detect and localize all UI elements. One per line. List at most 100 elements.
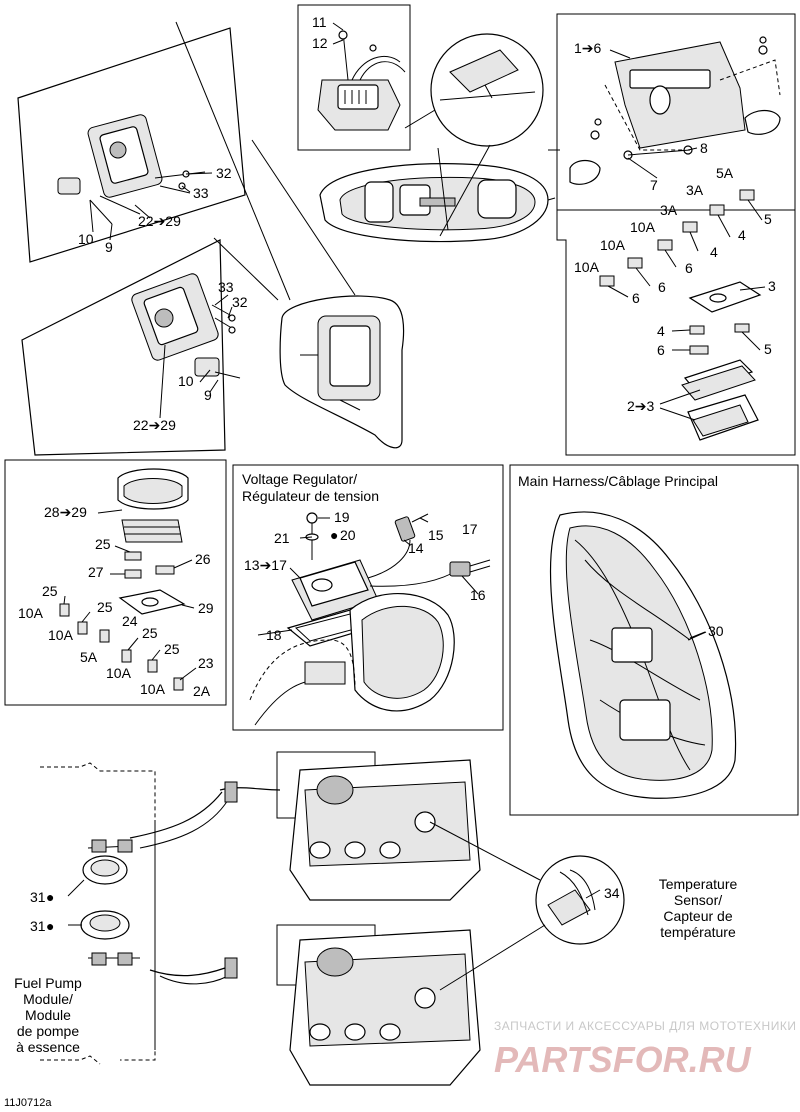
callout-8: 8 bbox=[700, 140, 708, 156]
fuse-10A-g: 10A bbox=[140, 681, 166, 697]
callout-4-a: 4 bbox=[738, 227, 746, 243]
fuel-pump-line1: Fuel Pump bbox=[14, 975, 82, 991]
callout-labels: 11 12 1➔6 8 7 32 33 22➔29 10 9 33 32 10 … bbox=[18, 14, 776, 934]
callout-6-d: 6 bbox=[657, 342, 665, 358]
fuel-pump-line3: Module bbox=[25, 1007, 71, 1023]
fuse-2A: 2A bbox=[193, 683, 211, 699]
callout-33-lower: 33 bbox=[218, 279, 234, 295]
engine-lower bbox=[149, 924, 481, 1086]
callout-19: 19 bbox=[334, 509, 350, 525]
fuel-pump-module bbox=[80, 839, 140, 966]
callout-25-c: 25 bbox=[97, 599, 113, 615]
main-harness-panel: Main Harness/Câblage Principal bbox=[509, 464, 799, 816]
callout-9-upper: 9 bbox=[105, 239, 113, 255]
callout-10-upper: 10 bbox=[78, 231, 94, 247]
callout-12: 12 bbox=[312, 35, 328, 51]
leader-line bbox=[213, 237, 279, 301]
callout-30: 30 bbox=[708, 623, 724, 639]
callout-28-29: 28➔29 bbox=[44, 504, 87, 520]
callout-11: 11 bbox=[312, 14, 327, 30]
callout-24: 24 bbox=[122, 613, 138, 629]
callout-18: 18 bbox=[266, 627, 282, 643]
callout-29: 29 bbox=[198, 600, 214, 616]
watermark: ЗАПЧАСТИ И АКСЕССУАРЫ ДЛЯ МОТОТЕХНИКИ PA… bbox=[494, 1019, 796, 1080]
voltage-regulator-title-line2: Régulateur de tension bbox=[242, 488, 379, 504]
callout-15: 15 bbox=[428, 527, 444, 543]
fuel-pump-line4: de pompe bbox=[17, 1023, 79, 1039]
callout-6-b: 6 bbox=[658, 279, 666, 295]
callout-4-b: 4 bbox=[710, 244, 718, 260]
callout-17: 17 bbox=[462, 521, 478, 537]
magnified-detail-circle bbox=[404, 33, 544, 147]
leader-line bbox=[251, 139, 356, 296]
callout-22-29-lower: 22➔29 bbox=[133, 417, 176, 433]
callout-9-lower: 9 bbox=[204, 387, 212, 403]
temperature-sensor-caption: Temperature Sensor/ Capteur de températu… bbox=[659, 876, 738, 940]
leader-line bbox=[175, 21, 291, 301]
callout-6-a: 6 bbox=[685, 260, 693, 276]
callout-1-6: 1➔6 bbox=[574, 40, 602, 56]
callout-14: 14 bbox=[408, 540, 424, 556]
callout-20-prefix-icon: ● bbox=[330, 527, 338, 543]
voltage-regulator-panel: Voltage Regulator/ Régulateur de tension bbox=[232, 464, 504, 731]
callout-34: 34 bbox=[604, 885, 620, 901]
callout-23: 23 bbox=[198, 655, 214, 671]
callout-32-lower: 32 bbox=[232, 294, 248, 310]
callout-6-c: 6 bbox=[632, 290, 640, 306]
fuse-3A-a: 3A bbox=[686, 182, 704, 198]
temperature-sensor-line2: Sensor/ bbox=[674, 892, 722, 908]
callout-10-lower: 10 bbox=[178, 373, 194, 389]
fuse-10A-b: 10A bbox=[600, 237, 626, 253]
fuse-5A-top: 5A bbox=[716, 165, 734, 181]
figure-code: 11J0712a bbox=[4, 1097, 52, 1109]
drop-icon-b: ● bbox=[46, 918, 54, 934]
fuse-10A-e: 10A bbox=[48, 627, 74, 643]
temperature-sensor-line1: Temperature bbox=[659, 876, 738, 892]
watermark-top-line: ЗАПЧАСТИ И АКСЕССУАРЫ ДЛЯ МОТОТЕХНИКИ bbox=[494, 1019, 796, 1033]
drop-icon-a: ● bbox=[46, 889, 54, 905]
callout-leaders bbox=[63, 22, 766, 926]
callout-32-upper: 32 bbox=[216, 165, 232, 181]
fuse-3A-b: 3A bbox=[660, 202, 678, 218]
boat-top-view bbox=[319, 144, 549, 243]
watermark-logo: PARTSFOR.RU bbox=[494, 1039, 752, 1080]
callout-27: 27 bbox=[88, 564, 104, 580]
main-harness-title: Main Harness/Câblage Principal bbox=[518, 473, 718, 489]
callout-2-3: 2➔3 bbox=[627, 398, 655, 414]
callout-5: 5 bbox=[764, 211, 772, 227]
fuse-10A-c: 10A bbox=[574, 259, 600, 275]
fuse-5A-b: 5A bbox=[80, 649, 98, 665]
fuse-box-inset bbox=[547, 13, 796, 211]
callout-16: 16 bbox=[470, 587, 486, 603]
callout-21: 21 bbox=[274, 530, 290, 546]
fuel-pump-line2: Module/ bbox=[23, 991, 73, 1007]
engine-upper bbox=[129, 751, 481, 901]
fuel-pump-bracket bbox=[40, 762, 156, 1065]
callout-33-upper: 33 bbox=[193, 185, 209, 201]
fuse-10A-f: 10A bbox=[106, 665, 132, 681]
callout-25-d: 25 bbox=[142, 625, 158, 641]
fuse-10A-d: 10A bbox=[18, 605, 44, 621]
callout-13-17: 13➔17 bbox=[244, 557, 287, 573]
temperature-sensor-line4: température bbox=[660, 924, 736, 940]
fuse-holder-mount-upper bbox=[17, 27, 246, 263]
callout-3: 3 bbox=[768, 278, 776, 294]
callout-5-b: 5 bbox=[764, 341, 772, 357]
callout-25-a: 25 bbox=[95, 536, 111, 552]
callout-4-c: 4 bbox=[657, 323, 665, 339]
callout-26: 26 bbox=[195, 551, 211, 567]
fuses-parts-panel bbox=[556, 189, 796, 456]
connector-inset bbox=[297, 4, 411, 151]
voltage-regulator-title-line1: Voltage Regulator/ bbox=[242, 471, 357, 487]
fuel-pump-caption: Fuel Pump Module/ Module de pompe à esse… bbox=[14, 975, 82, 1055]
callout-25-b: 25 bbox=[42, 583, 58, 599]
callout-7: 7 bbox=[650, 177, 658, 193]
temperature-sensor-detail bbox=[429, 821, 625, 991]
fuse-10A-a: 10A bbox=[630, 219, 656, 235]
fuel-pump-line5: à essence bbox=[16, 1039, 80, 1055]
temperature-sensor-line3: Capteur de bbox=[663, 908, 732, 924]
callout-31-b: 31 bbox=[30, 918, 46, 934]
relay-fuse-parts-panel bbox=[4, 459, 227, 706]
fuse-holder-mount-lower bbox=[21, 239, 241, 456]
